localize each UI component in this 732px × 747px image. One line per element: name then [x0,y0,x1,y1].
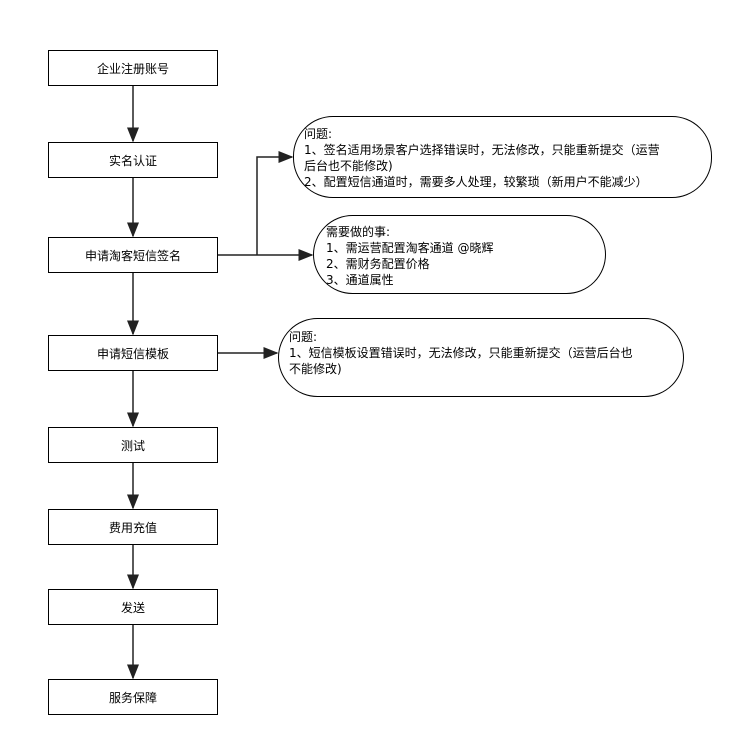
note-line: 3、通道属性 [326,273,394,287]
step-send[interactable]: 发送 [48,589,218,625]
step-test[interactable]: 测试 [48,427,218,463]
step-template[interactable]: 申请短信模板 [48,335,218,371]
note-line: 需要做的事: [326,225,391,239]
signature-issues-note[interactable]: 问题: 1、签名适用场景客户选择错误时，无法修改，只能重新提交（运营 后台也不能… [293,116,712,198]
note-line: 后台也不能修改) [304,159,393,173]
note-line: 1、签名适用场景客户选择错误时，无法修改，只能重新提交（运营 [304,143,660,157]
note-line: 问题: [304,127,333,141]
step-verify[interactable]: 实名认证 [48,142,218,178]
note-line: 1、短信模板设置错误时，无法修改，只能重新提交（运营后台也 [289,346,633,360]
step-signature[interactable]: 申请淘客短信签名 [48,237,218,273]
note-line: 不能修改) [289,362,342,376]
note-line: 2、配置短信通道时，需要多人处理，较繁琐（新用户不能减少） [304,175,648,189]
template-issues-note[interactable]: 问题: 1、短信模板设置错误时，无法修改，只能重新提交（运营后台也 不能修改) [278,318,684,397]
signature-todo-note[interactable]: 需要做的事: 1、需运营配置淘客通道 @晓辉 2、需财务配置价格 3、通道属性 [313,215,606,294]
note-line: 1、需运营配置淘客通道 @晓辉 [326,241,494,255]
step-register[interactable]: 企业注册账号 [48,50,218,86]
step-recharge[interactable]: 费用充值 [48,509,218,545]
arrow [256,151,294,255]
step-service[interactable]: 服务保障 [48,679,218,715]
note-line: 问题: [289,330,318,344]
note-line: 2、需财务配置价格 [326,257,430,271]
